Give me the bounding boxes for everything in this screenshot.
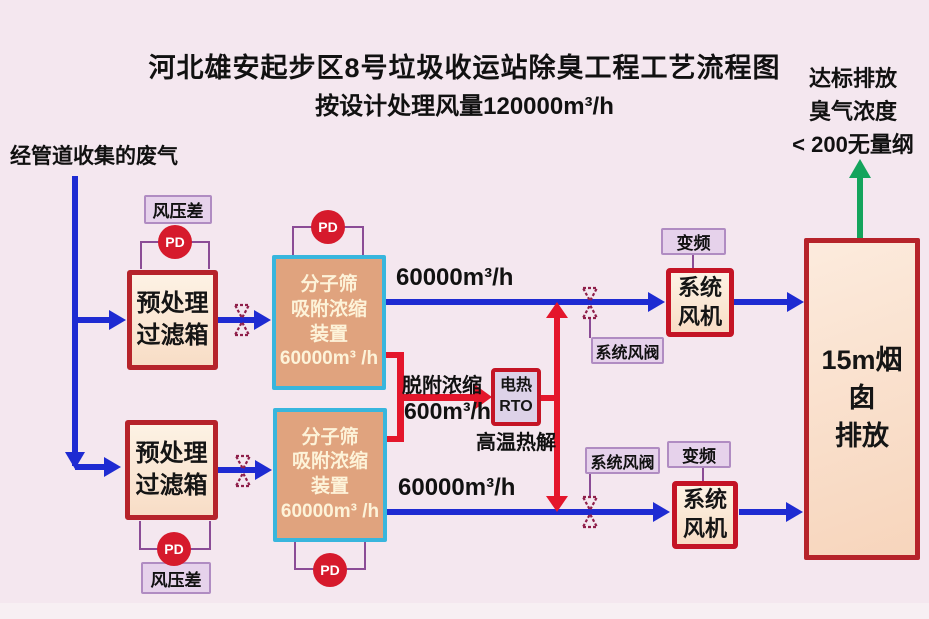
pipe-fan1-to-chimney <box>734 299 788 305</box>
pipe-pretreat1-to-sieve1 <box>218 317 256 323</box>
pd-bracket <box>294 541 296 570</box>
pipe-pretreat2-to-sieve2 <box>218 467 256 473</box>
arrowhead-right-icon <box>786 502 803 522</box>
pipe-branch-top <box>75 317 111 323</box>
molecular-sieve-box-2: 分子筛 吸附浓缩 装置 60000m³ /h <box>273 408 387 542</box>
pipe-sieve2-desorb-out <box>384 436 402 442</box>
pd-bracket <box>208 241 210 269</box>
pipe-bottom-main <box>387 509 654 515</box>
arrowhead-right-icon <box>254 310 271 330</box>
valve-icon <box>233 303 251 337</box>
pd-bracket <box>139 521 141 550</box>
pipe-sieve1-desorb-out <box>384 352 402 358</box>
arrowhead-right-icon <box>104 457 121 477</box>
pretreat-filter-box-1: 预处理 过滤箱 <box>127 270 218 370</box>
rto-caption: 高温热解 <box>476 432 556 454</box>
pretreat-filter-box-2: 预处理 过滤箱 <box>125 420 218 520</box>
outlet-emission-label: 达标排放 臭气浓度 < 200无量纲 <box>792 66 914 157</box>
pipe-stack-outlet <box>857 176 863 238</box>
pipe-fan2-to-chimney <box>739 509 787 515</box>
arrowhead-down-icon <box>546 496 568 512</box>
pd-bracket <box>362 226 364 256</box>
pd-bracket <box>364 541 366 570</box>
electric-rto-box: 电热 RTO <box>491 368 541 426</box>
pd-bracket <box>292 226 294 256</box>
arrowhead-right-icon <box>787 292 804 312</box>
pd-indicator: PD <box>158 225 192 259</box>
vfd-label-1: 变频 <box>661 228 726 255</box>
page-title: 河北雄安起步区8号垃圾收运站除臭工程工艺流程图 <box>148 53 781 83</box>
chimney-box: 15m烟囱 排放 <box>804 238 920 560</box>
valve-label-stem <box>589 474 591 496</box>
pipe-branch-bottom <box>75 464 105 470</box>
system-valve-label-2: 系统风阀 <box>585 447 660 474</box>
valve-icon <box>581 495 599 529</box>
system-fan-box-1: 系统 风机 <box>666 268 734 337</box>
pressure-diff-label-2: 风压差 <box>141 562 211 594</box>
system-valve-label-1: 系统风阀 <box>591 337 664 364</box>
inlet-gas-label: 经管道收集的废气 <box>10 145 178 168</box>
vfd-label-2: 变频 <box>667 441 731 468</box>
system-fan-box-2: 系统 风机 <box>672 481 738 549</box>
pipe-desorb-to-rto <box>398 394 476 401</box>
pd-indicator: PD <box>313 553 347 587</box>
arrowhead-right-icon <box>474 384 492 410</box>
pipe-rto-out <box>538 395 558 401</box>
arrowhead-up-icon <box>546 302 568 318</box>
arrowhead-right-icon <box>648 292 665 312</box>
vfd-stem <box>702 467 704 483</box>
pipe-top-main <box>386 299 648 305</box>
arrowhead-right-icon <box>109 310 126 330</box>
pd-indicator: PD <box>157 532 191 566</box>
pd-bracket <box>140 241 142 269</box>
desorption-label: 脱附浓缩 <box>402 375 482 397</box>
arrowhead-right-icon <box>255 460 272 480</box>
valve-icon <box>234 454 252 488</box>
arrowhead-right-icon <box>653 502 670 522</box>
molecular-sieve-box-1: 分子筛 吸附浓缩 装置 60000m³ /h <box>272 255 386 390</box>
flow-label-bottom: 60000m³/h <box>398 474 516 501</box>
valve-label-stem <box>589 318 591 338</box>
vfd-stem <box>692 255 694 269</box>
arrowhead-up-icon <box>849 159 871 178</box>
pd-indicator: PD <box>311 210 345 244</box>
design-airflow-subtitle: 按设计处理风量120000m³/h <box>315 93 614 120</box>
desorption-flow-label: 600m³/h <box>404 398 491 424</box>
valve-icon <box>581 286 599 320</box>
flow-label-top: 60000m³/h <box>396 264 514 291</box>
pipe-rto-return-vertical <box>554 312 560 502</box>
pd-bracket <box>209 521 211 550</box>
pressure-diff-label-1: 风压差 <box>144 195 212 224</box>
